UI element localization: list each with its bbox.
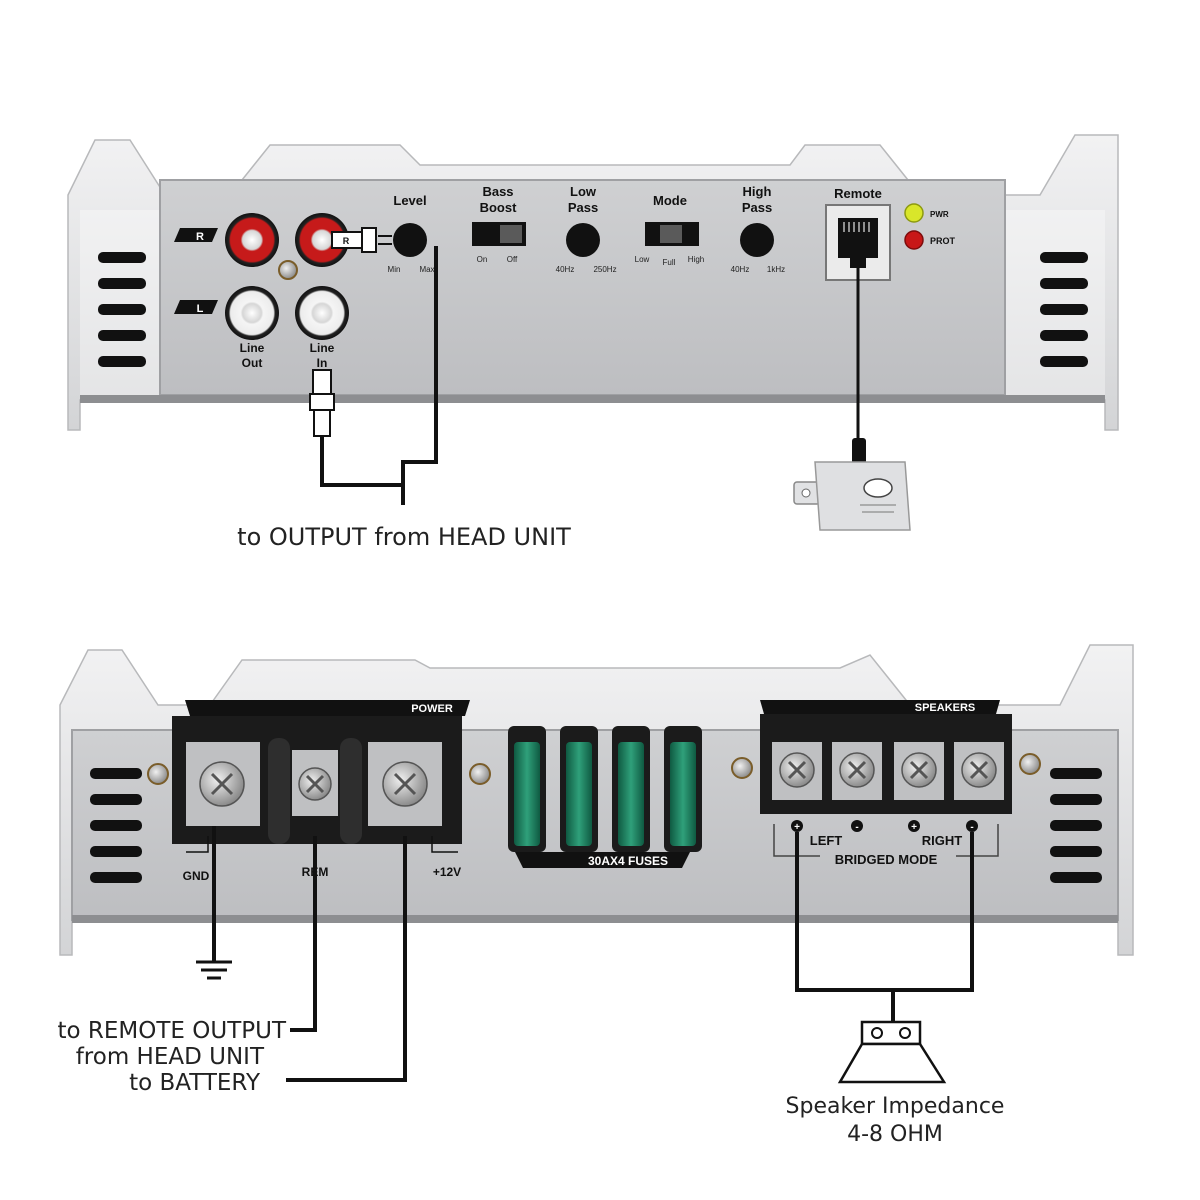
remote-bass-controller (793, 438, 911, 531)
left-plus-mark: + (794, 822, 800, 833)
panel-screw (278, 260, 298, 280)
bass-boost-switch-slider[interactable] (500, 225, 522, 243)
battery-wire (286, 836, 407, 1082)
channel-l-label: L (197, 303, 204, 315)
high-pass-title-1: High (743, 184, 772, 199)
rca-plug-right: R (331, 227, 392, 253)
bass-boost-title-2: Boost (480, 200, 518, 215)
mode-switch-slider[interactable] (660, 225, 682, 243)
speaker-left-mount-screw (731, 757, 753, 779)
remote-caption-line2: from HEAD UNIT (76, 1044, 265, 1070)
left-mount-screw (147, 763, 169, 785)
low-pass-knob[interactable] (566, 223, 600, 257)
bass-boost-title-1: Bass (482, 184, 513, 199)
remote-caption-line1: to REMOTE OUTPUT (58, 1018, 287, 1044)
rca-line-in-r[interactable] (295, 213, 349, 267)
top-left-vents (98, 252, 146, 367)
plus12v-label: +12V (433, 865, 461, 879)
high-pass-max: 1kHz (767, 265, 785, 274)
top-amplifier: R L Line Out Line In R Level (67, 134, 1119, 551)
head-unit-wires (320, 246, 438, 505)
low-pass-title-2: Pass (568, 200, 598, 215)
pwr-led-label: PWR (930, 210, 949, 219)
mode-high: High (688, 255, 704, 264)
channel-r-label: R (196, 231, 204, 243)
high-pass-title-2: Pass (742, 200, 772, 215)
bridged-mode-label: BRIDGED MODE (835, 852, 938, 867)
level-title: Level (393, 193, 426, 208)
head-unit-output-caption: to OUTPUT from HEAD UNIT (237, 523, 571, 551)
speaker-terminal-block: SPEAKERS (760, 700, 1012, 814)
rca-line-in-l[interactable] (295, 286, 349, 340)
rca-line-out-l[interactable] (225, 286, 279, 340)
fuse-2[interactable] (566, 742, 592, 846)
top-chassis-base (80, 395, 1105, 403)
mode-full: Full (663, 258, 676, 267)
level-knob[interactable] (393, 223, 427, 257)
pwr-led (904, 203, 924, 223)
power-label: POWER (411, 703, 453, 715)
bass-boost-off: Off (507, 255, 518, 264)
fuse-3[interactable] (618, 742, 644, 846)
top-right-vents (1040, 252, 1088, 367)
impedance-caption-line2: 4-8 OHM (847, 1122, 943, 1147)
low-pass-min: 40Hz (556, 265, 575, 274)
bass-boost-on: On (477, 255, 488, 264)
high-pass-knob[interactable] (740, 223, 774, 257)
remote-title: Remote (834, 186, 882, 201)
level-min: Min (388, 265, 401, 274)
left-minus-mark: - (855, 822, 858, 833)
line-in-label-1: Line (310, 341, 335, 355)
battery-caption: to BATTERY (129, 1070, 261, 1096)
power-mount-screw (469, 763, 491, 785)
rca-plug-left (309, 369, 335, 437)
speakers-label: SPEAKERS (915, 702, 976, 714)
level-max: Max (419, 265, 434, 274)
power-terminal-block: POWER (172, 700, 470, 844)
left-channel-label: LEFT (810, 833, 843, 848)
prot-led (904, 230, 924, 250)
plug-r-letter: R (343, 236, 350, 246)
bottom-left-vents (90, 768, 142, 883)
bottom-chassis-base (72, 915, 1118, 923)
prot-led-label: PROT (930, 236, 956, 246)
right-minus-mark: - (970, 822, 973, 833)
rca-line-out-r[interactable] (225, 213, 279, 267)
fuses-label: 30AX4 FUSES (588, 854, 668, 868)
low-pass-title-1: Low (570, 184, 597, 199)
fuse-1[interactable] (514, 742, 540, 846)
fuse-bank: 30AX4 FUSES (508, 726, 702, 868)
channel-l-tag: L (174, 300, 218, 315)
fuse-4[interactable] (670, 742, 696, 846)
bridged-speaker-wires (795, 832, 974, 1022)
impedance-caption-line1: Speaker Impedance (786, 1094, 1005, 1119)
line-in-label-2: In (317, 356, 328, 370)
line-out-label-1: Line (240, 341, 265, 355)
ground-wire (196, 826, 232, 980)
gnd-label: GND (183, 869, 210, 883)
line-out-label-2: Out (242, 356, 263, 370)
mode-title: Mode (653, 193, 687, 208)
high-pass-min: 40Hz (731, 265, 750, 274)
right-channel-label: RIGHT (922, 833, 963, 848)
speaker-icon (837, 1020, 947, 1084)
bottom-amplifier: POWER GND REM +12V (58, 644, 1134, 1147)
channel-r-tag: R (174, 228, 218, 243)
bottom-right-vents (1050, 768, 1102, 883)
right-plus-mark: + (911, 822, 917, 833)
low-pass-max: 250Hz (593, 265, 616, 274)
mode-low: Low (635, 255, 650, 264)
remote-wire (290, 836, 317, 1032)
speaker-right-mount-screw (1019, 753, 1041, 775)
